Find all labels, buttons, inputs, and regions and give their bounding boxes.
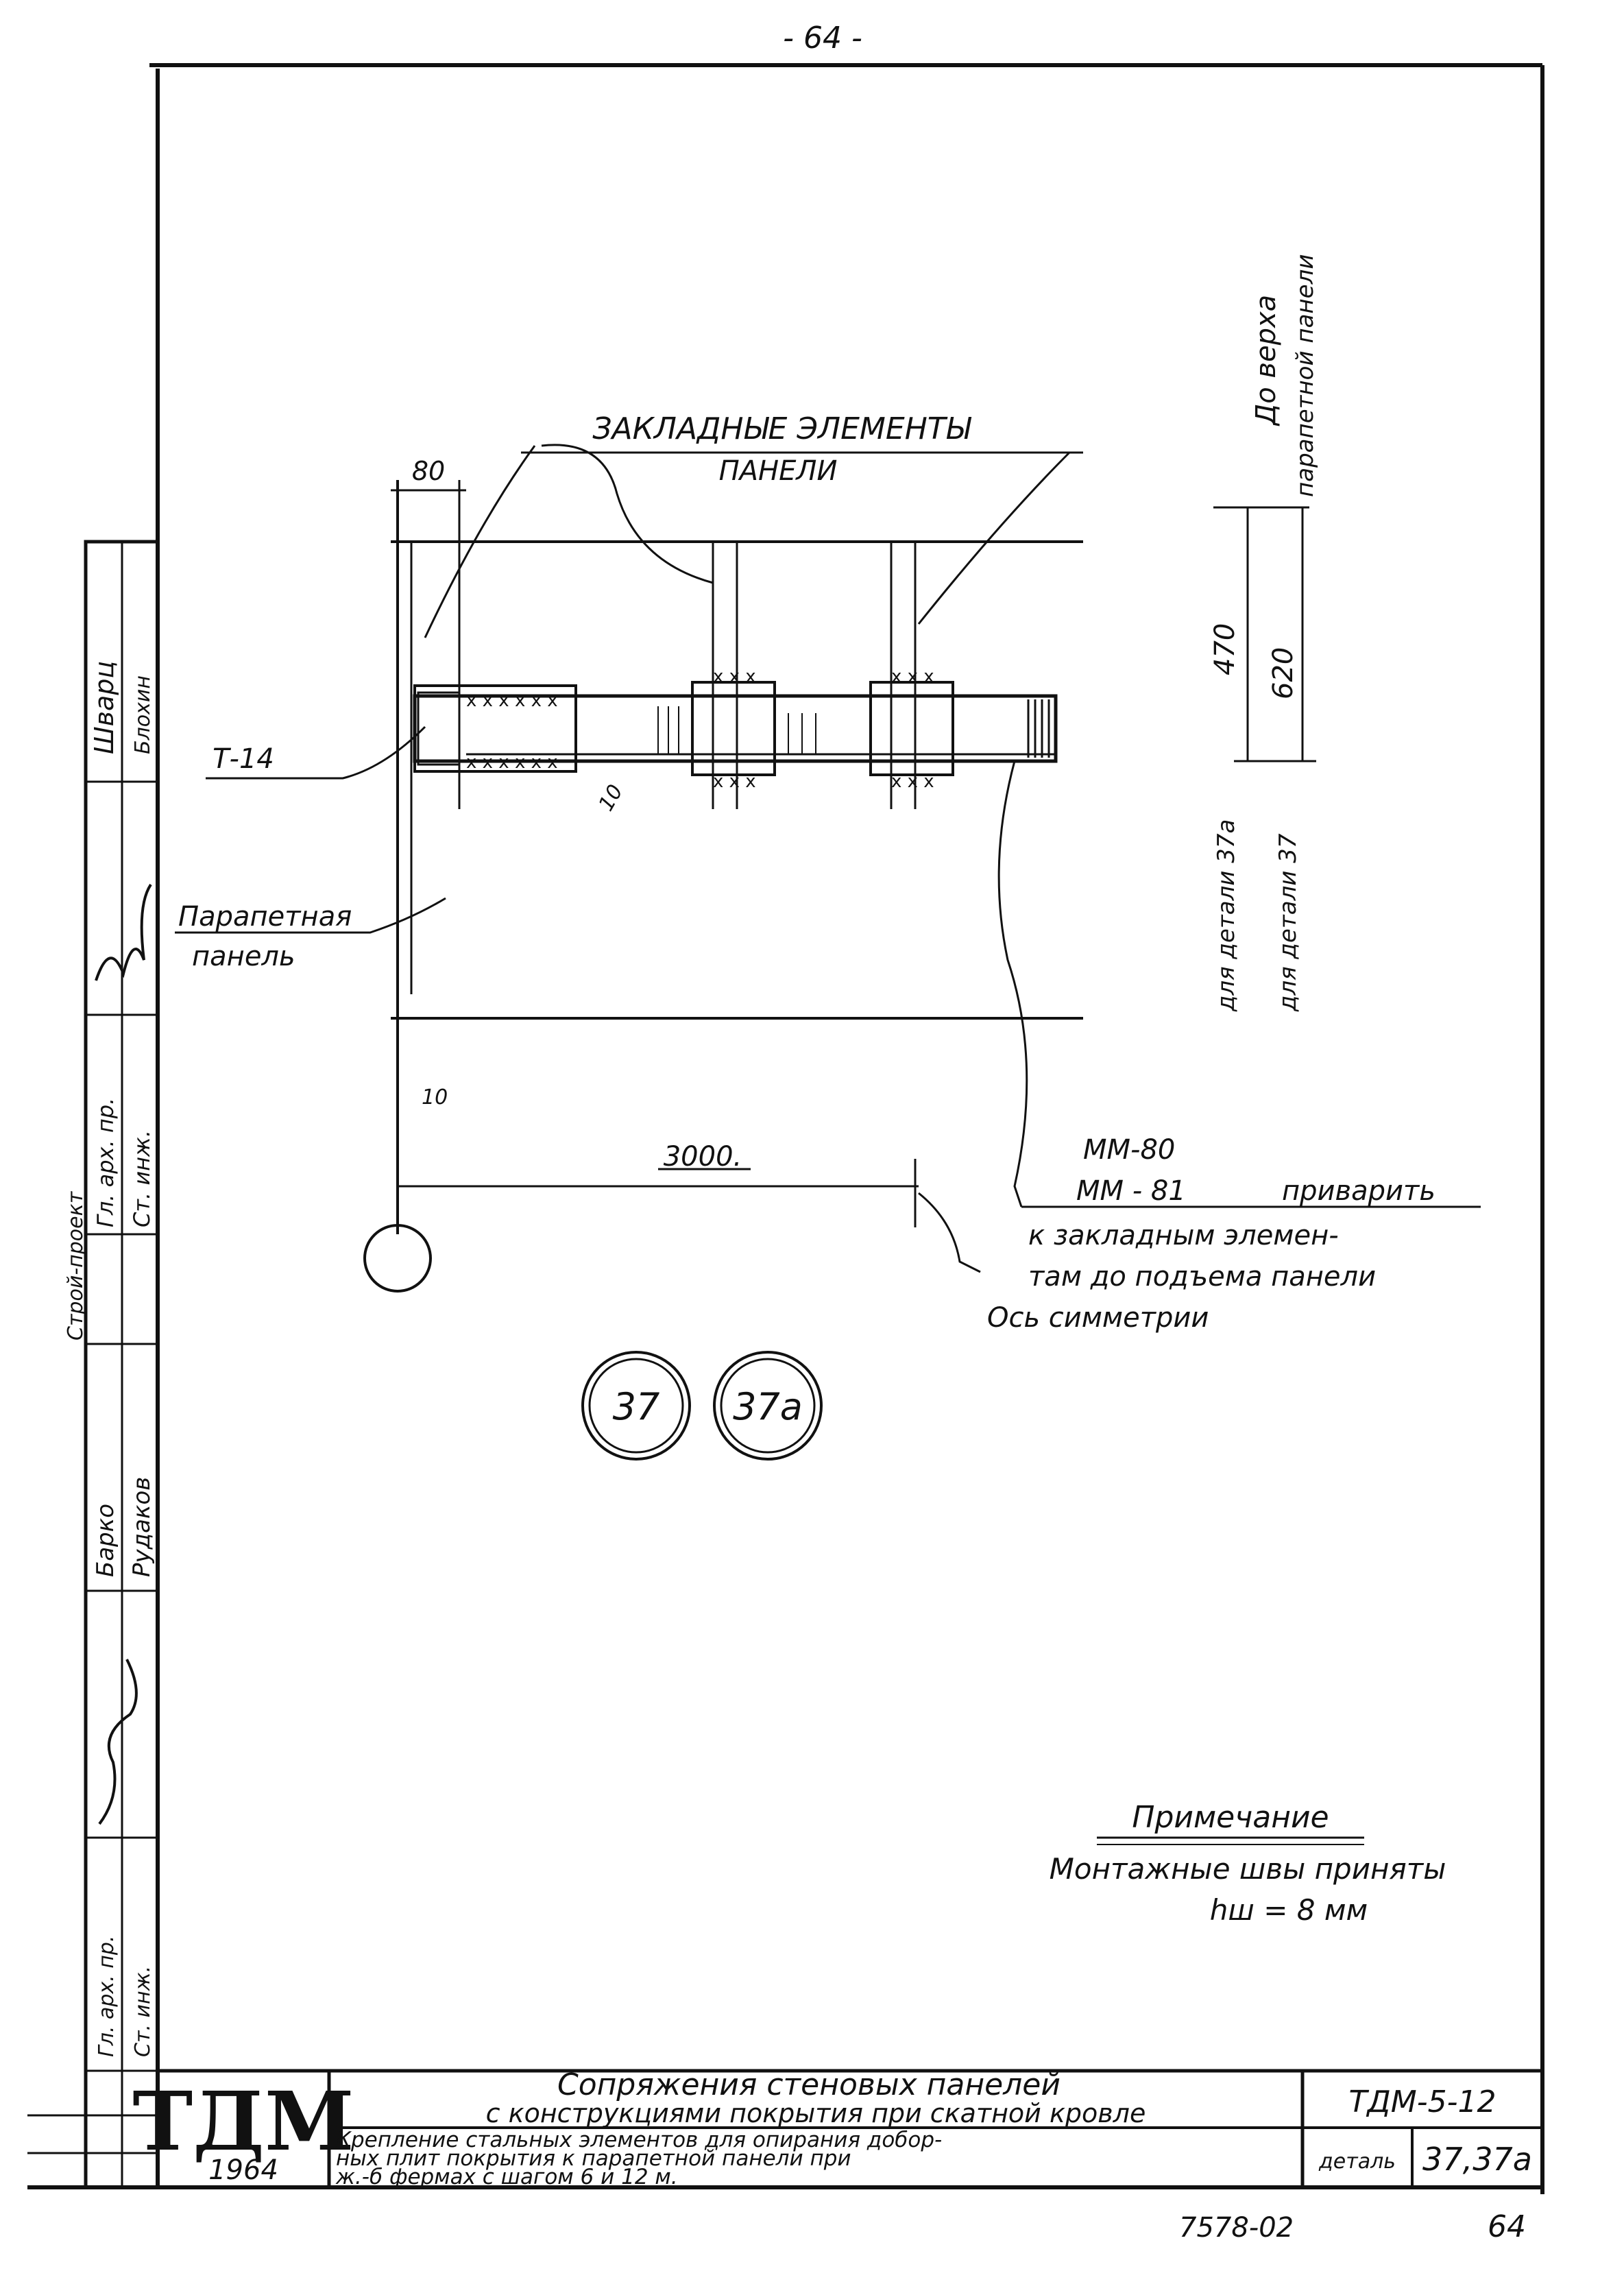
svg-text:x x x x x x: x x x x x x [466, 690, 558, 711]
stamp-role-2: Гл. арх. пр. [93, 1098, 119, 1227]
dim-3000: 3000. [664, 1141, 742, 1173]
note-title: Примечание [1132, 1800, 1329, 1835]
note-line-2: hш = 8 мм [1210, 1893, 1368, 1927]
drawing-code: ТДМ-5-12 [1349, 2084, 1496, 2119]
tdm-logo: ТДМ [132, 2074, 354, 2169]
dim-620: 620 [1268, 647, 1299, 699]
dim-80: 80 [412, 456, 445, 486]
svg-text:x x x x x x: x x x x x x [466, 752, 558, 773]
sheet-code: 7578-02 [1179, 2212, 1294, 2244]
title-line-2: с конструкциями покрытия при скатной кро… [486, 2098, 1146, 2128]
subtitle-line-1: Крепление стальных элементов для опирани… [336, 2128, 942, 2152]
stamp-role-1: Ст. инж. [129, 1130, 155, 1227]
stamp-org: Строй-проект [64, 1190, 88, 1341]
dim-lower-10: 10 [422, 1085, 448, 1109]
title-line-1: Сопряжения стеновых панелей [557, 2067, 1061, 2102]
label-mm80: ММ-80 [1083, 1134, 1175, 1166]
subtitle-line-3: ж.-б фермах с шагом 6 и 12 м. [335, 2165, 678, 2189]
side-stamp: Шварц Блохин Гл. арх. пр. Ст. инж. Строй… [64, 540, 160, 2189]
detail-circle-37-outer [581, 1351, 691, 1461]
label-t14: Т-14 [213, 743, 274, 775]
label-parapet-line1: Парапетная [178, 901, 352, 933]
footer-page-number: 64 [1488, 2209, 1526, 2244]
dim-470: 470 [1209, 623, 1241, 675]
label-embedded-sub: ПАНЕЛИ [719, 455, 838, 487]
svg-text:x x x: x x x [713, 666, 756, 687]
signature-name-4: Барко [92, 1504, 119, 1577]
label-mm81: ММ - 81 [1076, 1175, 1186, 1207]
detail-label: деталь [1318, 2150, 1396, 2174]
detail-drawing: x x x x x x x x x x x x x x x x x x x x … [175, 444, 1481, 1845]
label-37a: для детали 37а [1213, 819, 1240, 1012]
page-number-top: - 64 - [783, 21, 862, 56]
label-embedded-title: ЗАКЛАДНЫЕ ЭЛЕМЕНТЫ [592, 411, 971, 446]
label-top-line2: парапетной панели [1292, 254, 1319, 497]
label-37: для детали 37 [1274, 833, 1302, 1012]
stamp-role-3: Ст. инж. [131, 1966, 155, 2057]
label-parapet-line2: панель [192, 941, 295, 972]
signature-name-2: Блохин [131, 675, 155, 754]
signature-name-1: Шварц [89, 661, 119, 754]
stamp-role-4: Гл. арх. пр. [95, 1936, 119, 2057]
axis-marker [363, 1224, 432, 1293]
label-weld-line2: к закладным элемен- [1028, 1220, 1339, 1251]
subtitle-line-2: ных плит покрытия к парапетной панели пр… [336, 2146, 851, 2171]
detail-circle-37a-outer [713, 1351, 823, 1461]
detail-circle-37: 37 [613, 1385, 660, 1428]
label-top-line1: До верха [1250, 295, 1282, 426]
label-weld-line3: там до подъема панели [1028, 1261, 1376, 1293]
clamp-1 [691, 681, 776, 776]
detail-number: 37,37а [1422, 2141, 1532, 2178]
label-axis: Ось симметрии [987, 1302, 1209, 1334]
signature-scribble-2 [98, 1659, 138, 1825]
svg-text:x x x: x x x [891, 666, 934, 687]
signature-name-3: Рудаков [128, 1477, 156, 1577]
clamp-2 [869, 681, 954, 776]
note-line-1: Монтажные швы приняты [1050, 1852, 1446, 1886]
title-block: ТДМ 1964 Сопряжения стеновых панелей с к… [27, 2067, 1542, 2189]
detail-circle-37a: 37а [733, 1385, 803, 1428]
svg-text:x x x: x x x [713, 771, 756, 792]
dim-10: 10 [594, 780, 628, 815]
drawing-year: 1964 [208, 2154, 278, 2186]
end-bracket [413, 684, 577, 773]
signature-scribble-1 [95, 883, 152, 981]
label-weld: приварить [1282, 1175, 1435, 1207]
svg-text:x x x: x x x [891, 771, 934, 792]
